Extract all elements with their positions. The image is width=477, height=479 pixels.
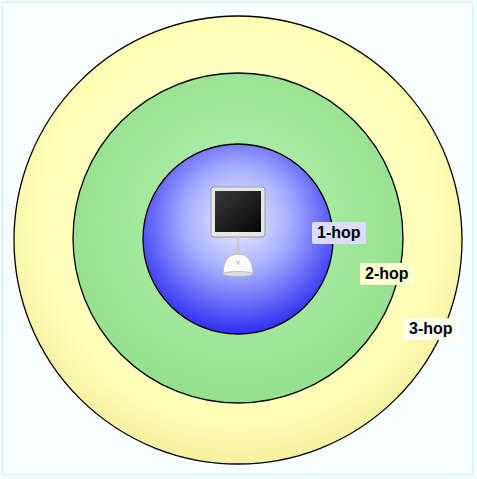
ring-circle — [143, 144, 333, 334]
ring-circle — [73, 73, 403, 403]
hop-label: 2-hop — [360, 263, 414, 285]
hop-label: 1-hop — [312, 222, 366, 244]
hop-label: 3-hop — [404, 318, 458, 340]
ring-circle — [14, 16, 462, 464]
